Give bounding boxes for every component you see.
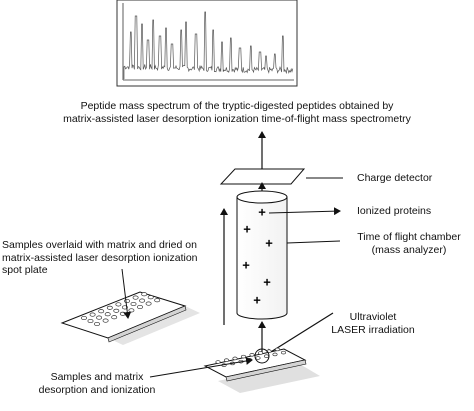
sample-spot bbox=[102, 318, 109, 323]
desorption-line1: Samples and matrix bbox=[50, 371, 144, 383]
sample-spot bbox=[215, 360, 221, 364]
sample-spot bbox=[223, 358, 230, 362]
samples-pointer bbox=[121, 268, 132, 319]
ion-plus-symbol: + bbox=[243, 221, 251, 236]
ion-plus-symbol: + bbox=[263, 274, 271, 289]
maldi-spot-plate-large bbox=[60, 291, 200, 345]
desorption-pointer bbox=[149, 357, 253, 378]
desorption-label: Samples and matrix desorption and ioniza… bbox=[22, 371, 172, 396]
samples-line1: Samples overlaid with matrix and dried o… bbox=[2, 239, 197, 251]
sample-spot bbox=[139, 298, 146, 303]
tof-chamber-line1: Time of flight chamber bbox=[357, 231, 461, 243]
sample-spot bbox=[147, 295, 154, 300]
spectrum-caption: Peptide mass spectrum of the tryptic-dig… bbox=[0, 100, 474, 125]
spectrum-caption-line1: Peptide mass spectrum of the tryptic-dig… bbox=[80, 100, 394, 112]
ionized-proteins-label: Ionized proteins bbox=[357, 205, 432, 217]
sample-spot bbox=[106, 305, 113, 310]
time-of-flight-tube bbox=[236, 190, 288, 320]
charge-detector-label: Charge detector bbox=[357, 172, 433, 184]
sample-spot bbox=[132, 295, 139, 300]
sample-spot bbox=[111, 315, 118, 320]
mass-spectrum-image bbox=[116, 0, 298, 87]
charge-detector-plate bbox=[219, 168, 306, 185]
ionized-protein-markers: ++++++ bbox=[242, 204, 273, 307]
sample-spot bbox=[94, 321, 100, 327]
spectrum-caption-line2: matrix-assisted laser desorption ionizat… bbox=[63, 112, 411, 125]
ion-plus-symbol: + bbox=[242, 257, 250, 272]
uv-line2: LASER irradiation bbox=[331, 323, 415, 336]
sample-spot bbox=[145, 301, 152, 306]
sample-spot bbox=[89, 312, 96, 317]
maldi-spot-plate-small bbox=[203, 347, 320, 393]
tof-chamber-pointer bbox=[286, 240, 341, 244]
tof-chamber-label: Time of flight chamber (mass analyzer) bbox=[347, 231, 471, 256]
ion-plus-symbol: + bbox=[253, 292, 261, 307]
sample-spot bbox=[257, 351, 264, 355]
desorption-line2: desorption and ionization bbox=[38, 383, 156, 396]
ionized-proteins-pointer bbox=[268, 207, 341, 216]
sample-spot bbox=[274, 347, 281, 352]
sample-spot bbox=[240, 354, 247, 359]
sample-spot bbox=[87, 318, 94, 324]
sample-spot bbox=[115, 302, 122, 307]
sample-spot bbox=[255, 356, 261, 360]
irradiated-spot bbox=[254, 348, 270, 364]
spectrum-trace bbox=[123, 11, 294, 79]
sample-spot bbox=[128, 308, 135, 313]
sample-spot bbox=[124, 298, 130, 304]
samples-line3: spot plate bbox=[2, 264, 48, 276]
sample-spot bbox=[130, 301, 137, 307]
sample-spot bbox=[113, 308, 120, 313]
sample-spot bbox=[263, 354, 270, 358]
samples-label: Samples overlaid with matrix and dried o… bbox=[2, 239, 198, 277]
ion-plus-symbol: + bbox=[258, 204, 266, 219]
uv-laser-label: Ultraviolet LASER irradiation bbox=[313, 311, 433, 336]
sample-spot bbox=[249, 353, 255, 357]
ion-plus-symbol: + bbox=[265, 235, 273, 250]
sample-spot bbox=[154, 298, 161, 303]
sample-spot bbox=[96, 315, 103, 320]
sample-spot bbox=[81, 315, 87, 321]
uv-line1: Ultraviolet bbox=[349, 311, 397, 323]
sample-spot bbox=[98, 309, 105, 314]
tof-chamber-line2: (mass analyzer) bbox=[371, 243, 447, 256]
sample-spot bbox=[232, 356, 238, 361]
sample-spot bbox=[272, 352, 278, 357]
sample-spot bbox=[280, 350, 287, 355]
sample-spot bbox=[104, 312, 111, 317]
sample-spot bbox=[137, 304, 143, 310]
sample-spot bbox=[141, 292, 148, 297]
samples-line2: matrix-assisted laser desorption ionizat… bbox=[2, 251, 198, 264]
sample-spot bbox=[119, 311, 126, 316]
